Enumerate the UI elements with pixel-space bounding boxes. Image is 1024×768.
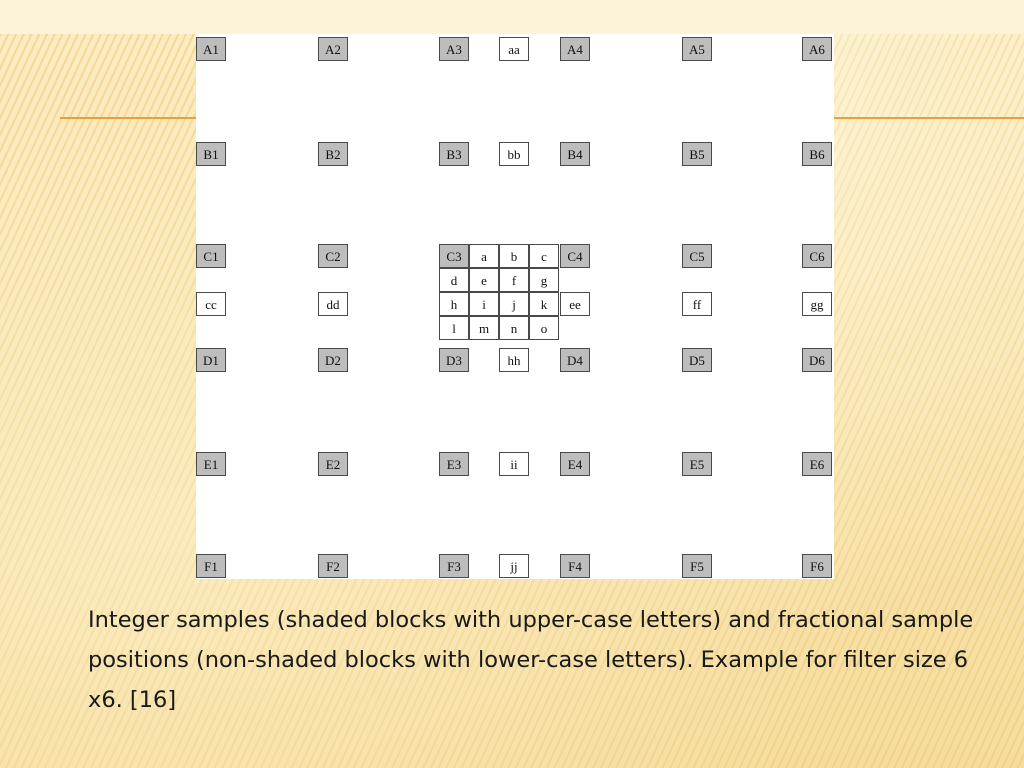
integer-sample-f6: F6 bbox=[802, 554, 832, 578]
fractional-sample-a: a bbox=[469, 244, 499, 268]
integer-sample-e2: E2 bbox=[318, 452, 348, 476]
fractional-sample-g: g bbox=[529, 268, 559, 292]
integer-sample-f2: F2 bbox=[318, 554, 348, 578]
integer-sample-c3: C3 bbox=[439, 244, 469, 268]
integer-sample-d5: D5 bbox=[682, 348, 712, 372]
integer-sample-c1: C1 bbox=[196, 244, 226, 268]
integer-sample-b2: B2 bbox=[318, 142, 348, 166]
integer-sample-b6: B6 bbox=[802, 142, 832, 166]
integer-sample-d2: D2 bbox=[318, 348, 348, 372]
fractional-sample-i: i bbox=[469, 292, 499, 316]
fractional-sample-hh: hh bbox=[499, 348, 529, 372]
integer-sample-b3: B3 bbox=[439, 142, 469, 166]
fractional-sample-gg: gg bbox=[802, 292, 832, 316]
integer-sample-d3: D3 bbox=[439, 348, 469, 372]
accent-line-right bbox=[834, 117, 1024, 119]
integer-sample-e3: E3 bbox=[439, 452, 469, 476]
fractional-sample-m: m bbox=[469, 316, 499, 340]
integer-sample-e4: E4 bbox=[560, 452, 590, 476]
integer-sample-a1: A1 bbox=[196, 37, 226, 61]
fractional-sample-j: j bbox=[499, 292, 529, 316]
fractional-sample-k: k bbox=[529, 292, 559, 316]
accent-line-left bbox=[60, 117, 196, 119]
integer-sample-c6: C6 bbox=[802, 244, 832, 268]
integer-sample-e6: E6 bbox=[802, 452, 832, 476]
integer-sample-f5: F5 bbox=[682, 554, 712, 578]
fractional-sample-h: h bbox=[439, 292, 469, 316]
integer-sample-e5: E5 bbox=[682, 452, 712, 476]
integer-sample-b1: B1 bbox=[196, 142, 226, 166]
fractional-sample-n: n bbox=[499, 316, 529, 340]
integer-sample-a3: A3 bbox=[439, 37, 469, 61]
fractional-sample-f: f bbox=[499, 268, 529, 292]
fractional-sample-ee: ee bbox=[560, 292, 590, 316]
fractional-sample-c: c bbox=[529, 244, 559, 268]
integer-sample-d1: D1 bbox=[196, 348, 226, 372]
integer-sample-e1: E1 bbox=[196, 452, 226, 476]
integer-sample-b4: B4 bbox=[560, 142, 590, 166]
integer-sample-a4: A4 bbox=[560, 37, 590, 61]
integer-sample-a5: A5 bbox=[682, 37, 712, 61]
fractional-sample-e: e bbox=[469, 268, 499, 292]
fractional-sample-cc: cc bbox=[196, 292, 226, 316]
integer-sample-a6: A6 bbox=[802, 37, 832, 61]
top-band bbox=[0, 0, 1024, 34]
integer-sample-f4: F4 bbox=[560, 554, 590, 578]
integer-sample-c2: C2 bbox=[318, 244, 348, 268]
figure-caption: Integer samples (shaded blocks with uppe… bbox=[88, 607, 974, 713]
integer-sample-c4: C4 bbox=[560, 244, 590, 268]
fractional-sample-jj: jj bbox=[499, 554, 529, 578]
integer-sample-f1: F1 bbox=[196, 554, 226, 578]
integer-sample-c5: C5 bbox=[682, 244, 712, 268]
fractional-sample-aa: aa bbox=[499, 37, 529, 61]
integer-sample-b5: B5 bbox=[682, 142, 712, 166]
fractional-sample-bb: bb bbox=[499, 142, 529, 166]
fractional-sample-ii: ii bbox=[499, 452, 529, 476]
fractional-sample-o: o bbox=[529, 316, 559, 340]
fractional-sample-dd: dd bbox=[318, 292, 348, 316]
integer-sample-f3: F3 bbox=[439, 554, 469, 578]
fractional-sample-ff: ff bbox=[682, 292, 712, 316]
integer-sample-d4: D4 bbox=[560, 348, 590, 372]
fractional-sample-d: d bbox=[439, 268, 469, 292]
fractional-sample-b: b bbox=[499, 244, 529, 268]
integer-sample-d6: D6 bbox=[802, 348, 832, 372]
fractional-sample-l: l bbox=[439, 316, 469, 340]
integer-sample-a2: A2 bbox=[318, 37, 348, 61]
